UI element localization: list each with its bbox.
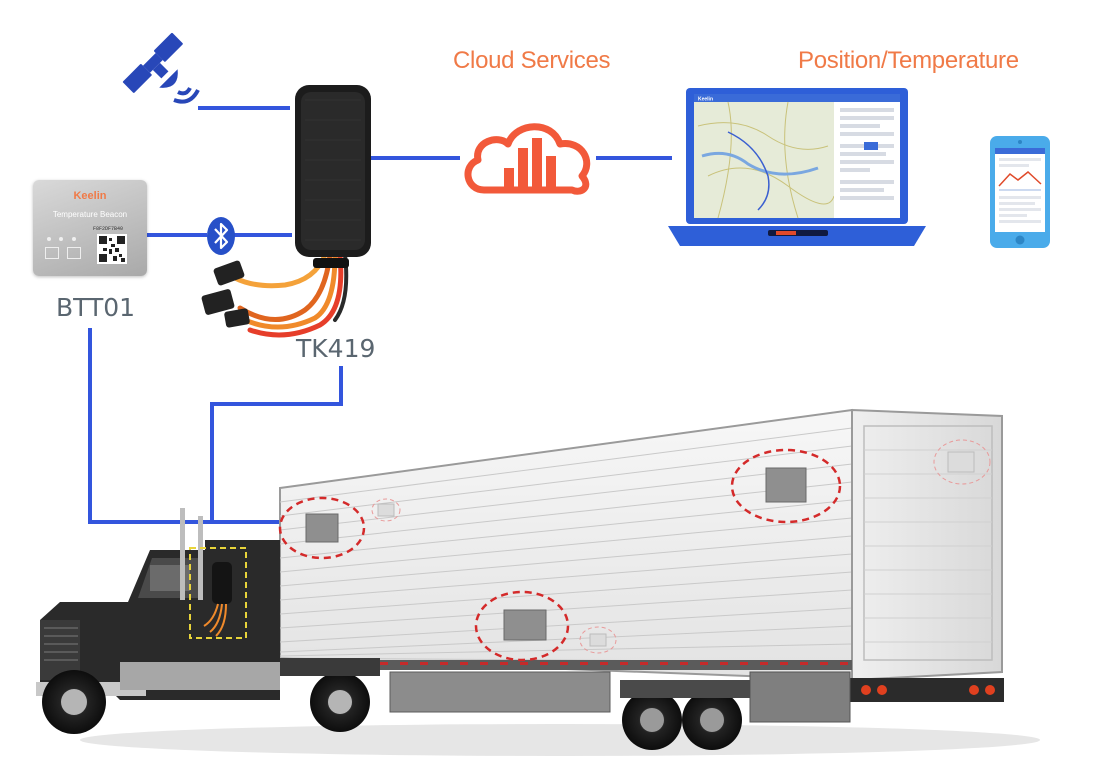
smartphone-icon <box>990 136 1050 248</box>
satellite-icon <box>122 32 200 104</box>
beacon-label: BTT01 <box>56 293 136 322</box>
refrigerated-truck <box>36 408 1040 756</box>
cloud-chart-icon <box>464 123 591 195</box>
bluetooth-icon <box>207 217 235 255</box>
beacon-code: F8F2DF7B40 <box>93 226 124 232</box>
beacon-subtitle: Temperature Beacon <box>52 210 128 219</box>
position-temperature-label: Position/Temperature <box>798 47 1019 74</box>
tracker-label: TK419 <box>296 334 376 363</box>
beacon-brand: Keelin <box>73 190 107 202</box>
laptop-brand: Keelin <box>698 97 713 103</box>
laptop-icon: Keelin <box>668 88 926 246</box>
qr-code-icon <box>97 234 127 264</box>
beacon-status-dots <box>47 228 77 241</box>
cloud-services-label: Cloud Services <box>453 47 611 74</box>
tracker-device <box>201 85 371 338</box>
beacon-icons <box>45 246 82 264</box>
temperature-beacon: Keelin Temperature Beacon F8F2DF7B40 <box>33 180 147 276</box>
